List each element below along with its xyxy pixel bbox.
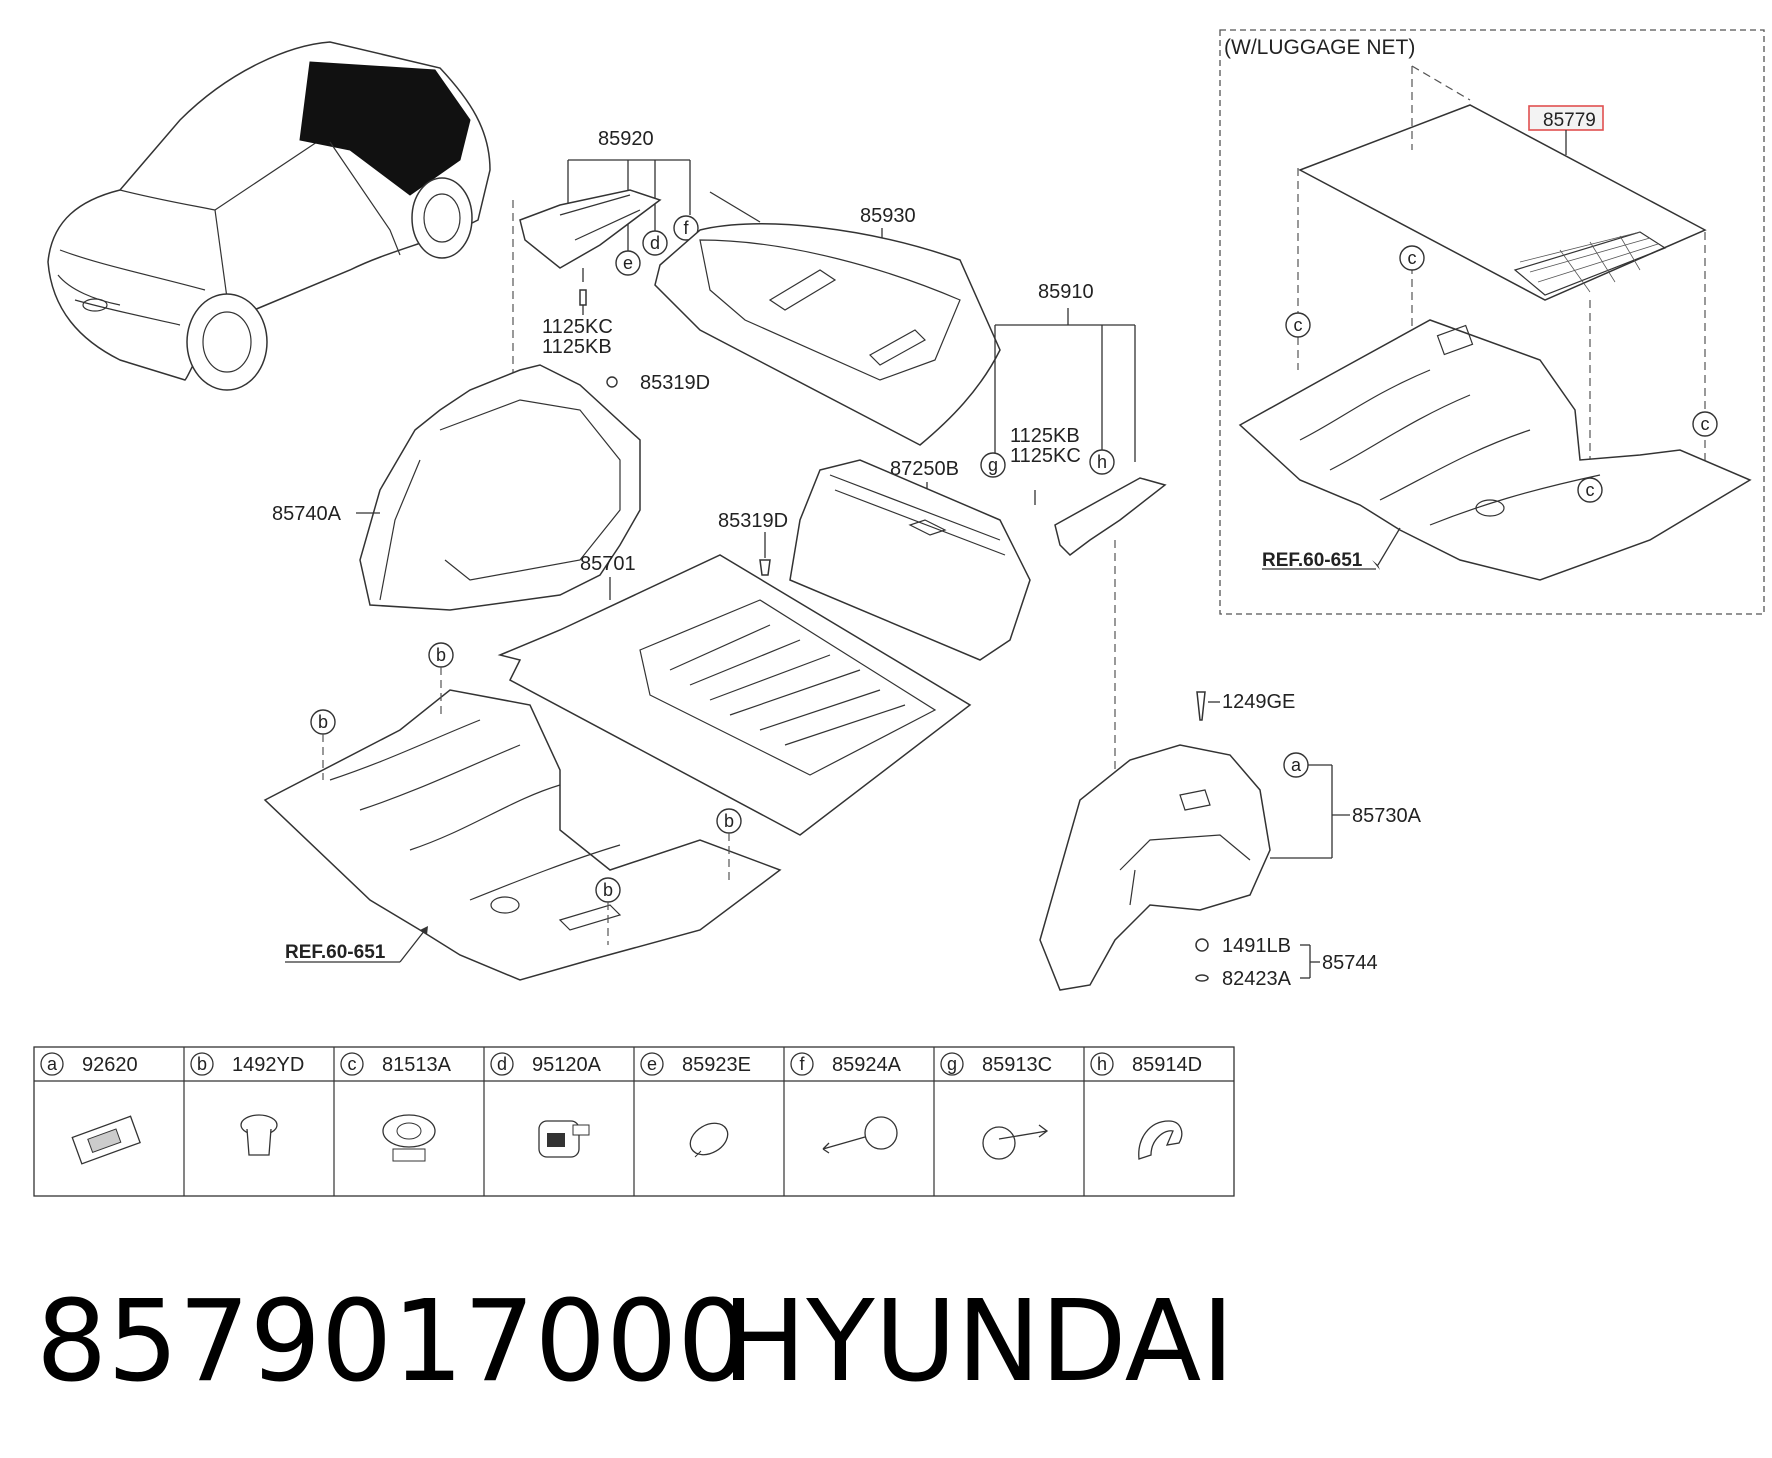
legend-part-number: 1492YD: [232, 1054, 304, 1076]
legend-part-number: 95120A: [532, 1054, 602, 1076]
label-85701: 85701: [580, 553, 636, 575]
clip-b-1: b: [436, 645, 446, 665]
vehicle-illustration: [47, 41, 491, 391]
luggage-net-inset: (W/LUGGAGE NET) 85779 REF.60-651 c c c c: [1219, 29, 1765, 615]
inset-ref-label: REF.60-651: [1262, 550, 1363, 571]
clip-h-icon: [1138, 1120, 1183, 1160]
label-85920: 85920: [598, 128, 654, 150]
clip-c-2: c: [1294, 315, 1303, 335]
bracket-85910: 85910 1125KB 1125KC g h: [980, 281, 1167, 770]
legend-part-number: 85913C: [982, 1054, 1052, 1076]
legend-cell-d: d 95120A: [490, 1052, 602, 1158]
clip-f: f: [683, 218, 689, 238]
label-1491lb: 1491LB: [1222, 935, 1291, 957]
bracket-85920: 85920 e d f 1125KC 1125KB: [512, 128, 699, 425]
luggage-mat-85701: 85701: [497, 553, 972, 836]
label-85740a: 85740A: [272, 503, 342, 525]
highlighted-part-number: 85779: [1543, 110, 1596, 131]
label-85930: 85930: [860, 205, 916, 227]
label-85319d-a: 85319D: [640, 372, 710, 394]
clip-b-2: b: [318, 712, 328, 732]
legend-part-number: 92620: [82, 1054, 138, 1076]
label-85910: 85910: [1038, 281, 1094, 303]
label-82423a: 82423A: [1222, 968, 1292, 990]
clip-c-3: c: [1701, 414, 1710, 434]
legend-letter: g: [947, 1054, 957, 1074]
brand-name: HYUNDAI: [722, 1277, 1234, 1407]
clip-e-icon: [689, 1122, 729, 1158]
legend-letter: f: [799, 1054, 805, 1074]
clip-d: d: [650, 233, 660, 253]
legend-letter: c: [348, 1054, 357, 1074]
clip-b-4: b: [603, 880, 613, 900]
label-1125kb-b: 1125KB: [1010, 425, 1080, 447]
clip-c-4: c: [1586, 480, 1595, 500]
legend-cell-e: e 85923E: [640, 1052, 751, 1158]
label-1125kb-a: 1125KB: [542, 336, 612, 358]
clip-g: g: [988, 455, 998, 475]
legend-cell-f: f 85924A: [790, 1052, 902, 1154]
clip-h: h: [1097, 452, 1107, 472]
clip-b-3: b: [724, 811, 734, 831]
label-87250b: 87250B: [890, 458, 959, 480]
clip-a-icon: [71, 1115, 141, 1165]
clip-e: e: [623, 253, 633, 273]
ref-main-label: REF.60-651: [285, 942, 386, 963]
clip-d-icon: [538, 1120, 590, 1158]
label-1249ge: 1249GE: [1222, 691, 1295, 713]
legend-cell-h: h 85914D: [1090, 1052, 1202, 1160]
label-85730a: 85730A: [1352, 805, 1422, 827]
trim-87250b: 87250B 85319D: [718, 458, 1031, 661]
clip-a: a: [1291, 755, 1302, 775]
legend-cell-c: c 81513A: [340, 1052, 452, 1162]
legend-part-number: 81513A: [382, 1054, 452, 1076]
label-1125kc-b: 1125KC: [1010, 445, 1081, 467]
label-85744: 85744: [1322, 952, 1378, 974]
legend-letter: e: [647, 1054, 657, 1074]
label-85319d-b: 85319D: [718, 510, 788, 532]
clip-c-1: c: [1408, 248, 1417, 268]
legend-cell-b: b 1492YD: [190, 1052, 304, 1156]
legend-letter: d: [497, 1054, 507, 1074]
clip-b-icon: [240, 1114, 278, 1156]
clip-f-icon: [822, 1116, 898, 1154]
clip-c-icon: [382, 1114, 436, 1162]
legend-letter: h: [1097, 1054, 1107, 1074]
legend-letter: b: [197, 1054, 207, 1074]
part-number: 8579017000: [36, 1277, 749, 1407]
legend-part-number: 85914D: [1132, 1054, 1202, 1076]
quarter-trim-85730a: 1249GE a 85730A 1491LB 82423A 85744: [1039, 691, 1422, 991]
clip-g-icon: [982, 1124, 1049, 1160]
package-tray-85930: 85930: [654, 191, 1001, 446]
quarter-trim-85740a: 85319D 85740A: [272, 364, 710, 611]
legend-part-number: 85923E: [682, 1054, 751, 1076]
inset-title: (W/LUGGAGE NET): [1224, 36, 1415, 59]
label-1125kc-a: 1125KC: [542, 316, 613, 338]
legend-letter: a: [47, 1054, 58, 1074]
legend-part-number: 85924A: [832, 1054, 902, 1076]
clip-legend-table: a 92620 b 1492YD c 81513A d 95120A e 85923E f 85924…: [33, 1046, 1235, 1197]
legend-cell-a: a 92620: [40, 1052, 141, 1165]
floor-pan-left: b b b b REF.60-651: [263, 642, 782, 981]
legend-cell-g: g 85913C: [940, 1052, 1052, 1160]
